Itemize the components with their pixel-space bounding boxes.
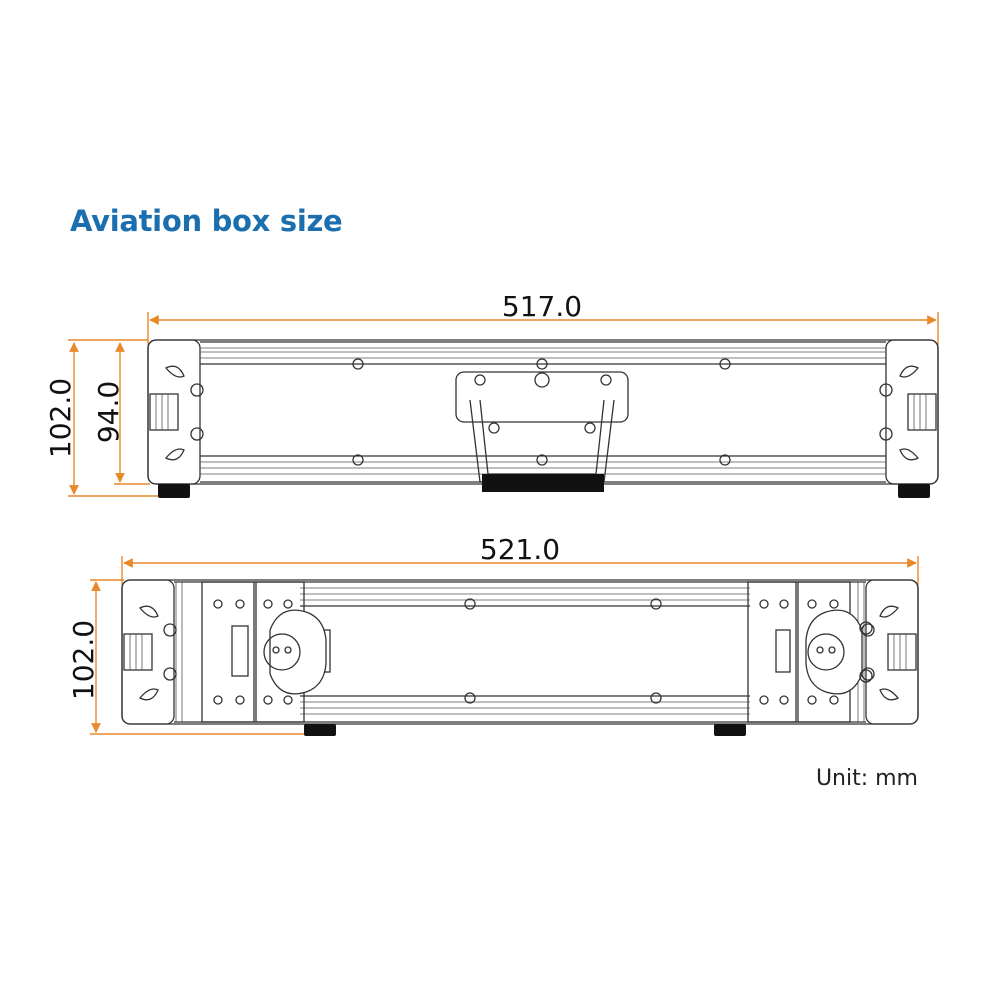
left-foot: [158, 484, 190, 498]
left-butterfly-latch: [269, 609, 327, 695]
right-end-cap: [865, 579, 919, 725]
left-hinge: [123, 633, 153, 671]
unit-label: Unit: mm: [815, 766, 918, 791]
left-latch-tab: [231, 625, 249, 677]
width-dimension-label: 521.0: [480, 533, 560, 566]
handle-plate: [455, 371, 629, 423]
page-title: Aviation box size: [70, 204, 343, 238]
left-foot: [304, 724, 336, 736]
width-dimension-label: 517.0: [502, 290, 582, 323]
side-view: 521.0 102.0: [67, 533, 919, 736]
handle-grip: [482, 474, 604, 492]
right-foot: [714, 724, 746, 736]
inner-height-dimension-label: 94.0: [92, 381, 125, 443]
front-view: 517.0 102.0 94.0: [44, 290, 939, 498]
right-hinge: [887, 633, 917, 671]
height-dimension-label: 102.0: [67, 620, 100, 700]
right-end-cap: [885, 339, 939, 485]
left-hinge: [149, 393, 179, 431]
right-foot: [898, 484, 930, 498]
left-latch-base: [201, 581, 255, 723]
left-end-cap: [121, 579, 175, 725]
right-hinge: [907, 393, 937, 431]
height-dimension-label: 102.0: [44, 378, 77, 458]
